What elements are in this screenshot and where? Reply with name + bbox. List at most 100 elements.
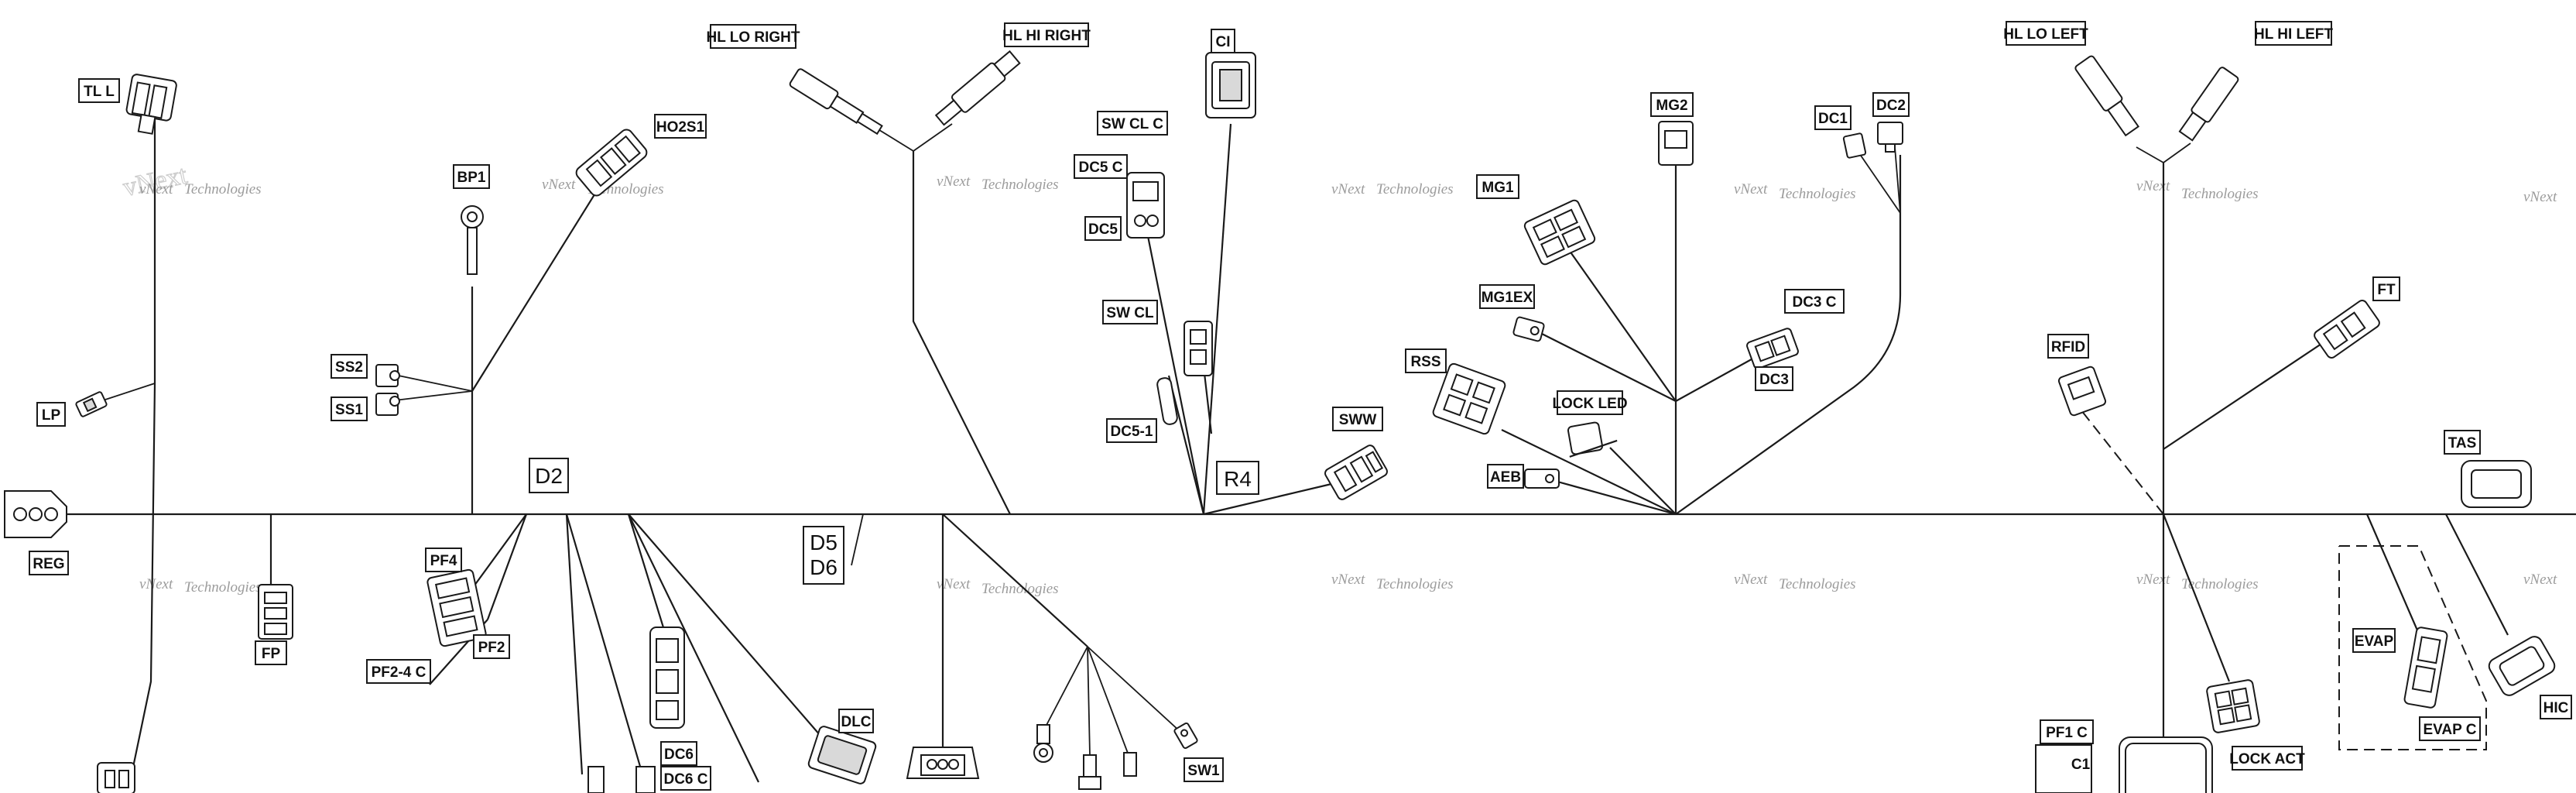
wire-layer: [31, 116, 2576, 793]
svg-text:REG: REG: [33, 556, 64, 572]
svg-text:SS2: SS2: [335, 359, 363, 376]
dc5-c-connector: [1126, 172, 1165, 239]
hic-connector: [2488, 636, 2556, 696]
sww-wire: [1203, 482, 1332, 516]
dc3-connector: [1746, 328, 1799, 369]
mg1-connector: [1523, 199, 1596, 266]
rss-connector: [1432, 362, 1506, 435]
svg-text:Technologies: Technologies: [1376, 181, 1454, 197]
sw-terminal-3: [1123, 752, 1137, 777]
svg-text:vNext: vNext: [1331, 572, 1365, 588]
mg1ex-connector: [1512, 316, 1545, 342]
d5-d6-wire: [851, 513, 864, 566]
tl-l-connector: [125, 74, 177, 135]
rfid-connector: [2057, 366, 2107, 417]
watermark: vNext: [2523, 189, 2557, 205]
label-sww: SWW: [1332, 407, 1383, 431]
hic-wire: [2445, 513, 2509, 636]
svg-text:LOCK LED: LOCK LED: [1552, 396, 1627, 412]
label-ft: FT: [2372, 276, 2400, 301]
dc6-wire: [627, 513, 667, 636]
svg-text:EVAP C: EVAP C: [2424, 722, 2477, 738]
label-mg1ex: MG1EX: [1479, 284, 1535, 309]
label-h02s1: HO2S1: [654, 114, 707, 139]
label-sw-cl-c: SW CL C: [1097, 111, 1168, 136]
dc6-connector: [649, 627, 685, 729]
svg-text:DLC: DLC: [841, 714, 871, 730]
label-lp: LP: [36, 402, 66, 427]
label-mg2: MG2: [1650, 92, 1694, 117]
dlc-connector: [807, 726, 877, 784]
dc6-left-connector: [587, 766, 605, 793]
bottom-left-connector: [97, 762, 135, 793]
hl-trunk-right-wire: [912, 151, 1011, 515]
svg-text:DC2: DC2: [1876, 98, 1906, 114]
lower-centre-connector: [906, 747, 980, 779]
dc5-wire: [1144, 224, 1205, 515]
svg-text:LOCK ACT: LOCK ACT: [2229, 751, 2305, 767]
pf1-c-connector: [2035, 736, 2213, 793]
svg-text:Technologies: Technologies: [1376, 576, 1454, 592]
label-sw-cl: SW CL: [1102, 300, 1158, 324]
lock-act-connector: [2206, 679, 2260, 733]
label-r4: R4: [1216, 461, 1259, 495]
tas-connector: [2461, 460, 2532, 508]
sw-cl-connector: [1184, 321, 1213, 376]
svg-text:vNext: vNext: [937, 173, 971, 190]
sw-branch-3: [1087, 646, 1129, 756]
svg-text:Technologies: Technologies: [2181, 186, 2259, 202]
dc3-wire: [1675, 355, 1758, 402]
watermark: vNext Technologies: [1331, 572, 1454, 592]
hl-hi-left-connector: [2178, 67, 2239, 142]
svg-text:vNext: vNext: [1734, 181, 1768, 197]
ss2-connector: [375, 364, 400, 387]
label-dlc: DLC: [838, 709, 874, 733]
rss-wire: [1501, 429, 1677, 515]
svg-text:PF2: PF2: [478, 640, 505, 656]
svg-text:BP1: BP1: [457, 170, 486, 186]
svg-text:Technologies: Technologies: [981, 581, 1059, 597]
label-lock-act: LOCK ACT: [2229, 746, 2305, 771]
mg1ex-wire: [1540, 332, 1677, 402]
svg-text:DC6 C: DC6 C: [663, 771, 707, 788]
label-dc3-c: DC3 C: [1784, 289, 1845, 314]
evap-dashed-frame: [2338, 545, 2487, 750]
svg-text:DC3 C: DC3 C: [1792, 294, 1836, 311]
label-hic: HIC: [2540, 695, 2572, 719]
label-dc1: DC1: [1814, 105, 1852, 130]
svg-text:HL LO LEFT: HL LO LEFT: [2003, 26, 2088, 43]
svg-text:HIC: HIC: [2543, 700, 2569, 716]
dlc2-wire: [628, 513, 759, 783]
label-ci: CI: [1211, 29, 1235, 53]
dc5-1-connector: [1156, 377, 1178, 425]
label-pf1-c: PF1 C: [2040, 719, 2094, 744]
ss1-wire: [394, 390, 473, 401]
svg-text:MG2: MG2: [1656, 98, 1687, 114]
label-pf2-4-c: PF2-4 C: [366, 659, 431, 684]
svg-text:Technologies: Technologies: [1779, 186, 1856, 202]
pf4-wire: [471, 513, 527, 589]
label-hl-hi-left: HL HI LEFT: [2254, 21, 2333, 46]
mg1-wire: [1567, 247, 1677, 402]
svg-text:DC5: DC5: [1088, 221, 1118, 238]
label-ss1: SS1: [331, 396, 368, 421]
svg-text:SWW: SWW: [1339, 412, 1377, 428]
label-dc5: DC5: [1084, 216, 1122, 241]
dc6-c-wire: [565, 513, 644, 775]
svg-text:EVAP: EVAP: [2355, 633, 2394, 650]
svg-text:FT: FT: [2377, 282, 2396, 298]
h02s1-wire: [471, 179, 605, 392]
hl-hi-left-wire: [2163, 142, 2191, 163]
svg-text:Technologies: Technologies: [184, 181, 262, 197]
svg-text:CI: CI: [1216, 34, 1231, 50]
hl-lo-left-connector: [2074, 55, 2139, 137]
svg-text:D6: D6: [810, 555, 838, 579]
svg-text:vNext: vNext: [2136, 178, 2170, 194]
svg-text:DC1: DC1: [1818, 111, 1848, 127]
